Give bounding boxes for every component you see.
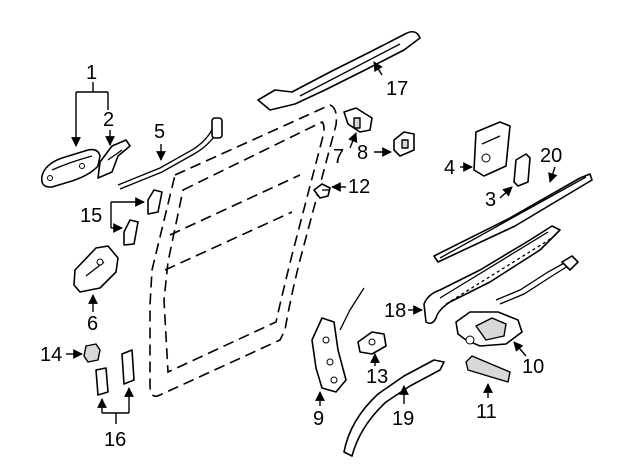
callout-12: 12 <box>348 176 370 198</box>
part-15-clips <box>123 189 163 246</box>
part-2-handle-bracket <box>97 139 131 179</box>
part-18-lower-rail <box>423 225 561 325</box>
leader-3 <box>499 186 513 199</box>
callout-1: 1 <box>86 62 97 84</box>
callout-6: 6 <box>87 313 98 335</box>
part-19-scuff-plate <box>343 359 445 457</box>
leader-20 <box>548 166 558 183</box>
part-16-stoppers <box>95 349 135 396</box>
callout-14: 14 <box>40 344 62 366</box>
callout-10: 10 <box>522 356 544 378</box>
callout-7: 7 <box>333 146 344 168</box>
part-12-bolt <box>313 183 331 199</box>
part-13-bracket <box>357 331 387 355</box>
part-3-trim-piece <box>513 153 531 187</box>
callout-5: 5 <box>154 121 165 143</box>
callout-3: 3 <box>485 189 496 211</box>
door-outline <box>149 104 338 398</box>
callout-11: 11 <box>476 401 497 423</box>
part-10-latch-assembly <box>455 255 579 347</box>
callout-18: 18 <box>384 300 406 322</box>
part-14-bumper <box>83 343 101 363</box>
leader-15 <box>110 197 145 233</box>
leader-16 <box>97 387 134 424</box>
callout-8: 8 <box>357 142 368 164</box>
leader-17 <box>373 61 383 76</box>
leader-7 <box>348 132 358 149</box>
callout-4: 4 <box>444 157 455 179</box>
part-20-weatherstrip <box>433 173 593 263</box>
part-4-latch-cover <box>473 121 511 177</box>
part-8-wedge <box>393 131 415 157</box>
callout-2: 2 <box>103 109 114 131</box>
callout-20: 20 <box>540 145 562 167</box>
callout-19: 19 <box>392 408 414 430</box>
callout-16: 16 <box>104 429 126 451</box>
part-1-exterior-handle <box>40 148 101 188</box>
part-5-lock-rod <box>117 117 223 190</box>
callout-15: 15 <box>80 205 102 227</box>
part-9-hinge <box>311 287 365 393</box>
leader-10 <box>513 341 527 357</box>
part-7-striker <box>343 107 373 133</box>
leader-1 <box>71 82 109 147</box>
part-6-handle-reinforcement <box>73 245 119 293</box>
part-11-bumper-block <box>465 355 511 383</box>
callout-13: 13 <box>366 366 388 388</box>
part-17-upper-rail <box>257 30 421 111</box>
callout-9: 9 <box>313 408 324 430</box>
callout-17: 17 <box>386 78 408 100</box>
